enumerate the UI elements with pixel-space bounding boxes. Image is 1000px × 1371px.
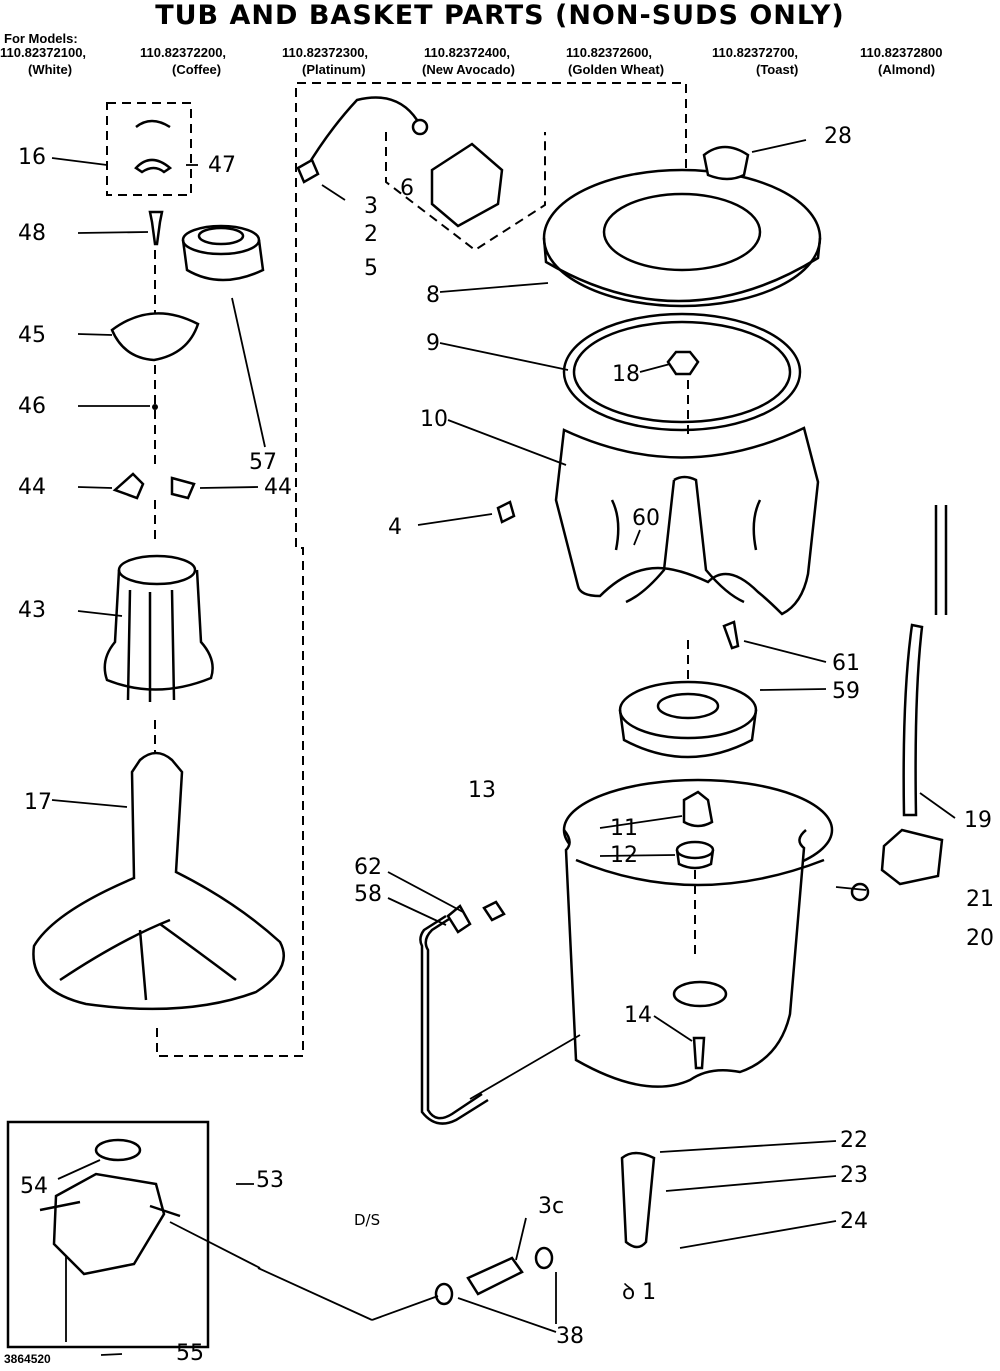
callout-3c: 3c (538, 1194, 565, 1219)
model-color: (Platinum) (302, 62, 366, 77)
callout-23: 23 (840, 1163, 868, 1188)
callout-58: 58 (354, 882, 382, 907)
callout-55: 55 (176, 1341, 204, 1366)
page-title: TUB AND BASKET PARTS (NON-SUDS ONLY) (155, 0, 845, 31)
tub-bolt (692, 1036, 706, 1070)
callout-62: 62 (354, 855, 382, 880)
spin-basket (554, 426, 820, 616)
callout-9: 9 (426, 331, 440, 356)
callout-54: 54 (20, 1174, 48, 1199)
callout-28: 28 (824, 124, 852, 149)
callout-21: 21 (966, 887, 994, 912)
outer-tub (562, 778, 834, 1088)
callout-53: 53 (256, 1168, 284, 1193)
air-dome (850, 828, 944, 902)
model-number: 110.82372100, (0, 45, 87, 60)
callout-12: 12 (610, 843, 638, 868)
model-number: 110.82372200, (140, 45, 227, 60)
pump-box (6, 1120, 210, 1349)
callout-57: 57 (249, 450, 277, 475)
callout-18: 18 (612, 362, 640, 387)
callout-20: 20 (966, 926, 994, 951)
callout-59: 59 (832, 679, 860, 704)
agitator-dogs (112, 472, 196, 500)
callout-24: 24 (840, 1209, 868, 1234)
drain-hose (419, 900, 506, 1125)
callout-22: 22 (840, 1128, 868, 1153)
pump-outlet-hose (434, 1151, 656, 1306)
agitator-base (32, 751, 285, 1011)
callout-6: 6 (400, 176, 414, 201)
basket-drive-hub-seal (618, 680, 758, 759)
ds-note: D/S (354, 1211, 381, 1229)
model-number: 110.82372800 (860, 45, 943, 60)
callout-44: 44 (264, 475, 292, 500)
drawing-code: 3864520 (4, 1352, 51, 1366)
agitator-nut (666, 350, 700, 376)
model-number: 110.82372400, (424, 45, 511, 60)
basket-clip (496, 500, 516, 524)
model-number: 110.82372700, (712, 45, 799, 60)
tub-ring (562, 312, 802, 432)
model-number: 110.82372300, (282, 45, 369, 60)
callout-16: 16 (18, 145, 46, 170)
agitator-top (103, 554, 214, 702)
model-color: (Golden Wheat) (568, 62, 665, 77)
callout-4: 4 (388, 515, 402, 540)
callout-60: 60 (632, 506, 660, 531)
callout-38: 38 (556, 1324, 584, 1349)
callout-13: 13 (468, 778, 496, 803)
fill-valve-box (296, 96, 546, 252)
cap-kit-box (106, 102, 192, 196)
callout-48: 48 (18, 221, 46, 246)
for-models-label: For Models: (4, 31, 78, 46)
callout-2: 2 (364, 222, 378, 247)
tub-cover-ring (542, 145, 822, 308)
callout-47: 47 (208, 153, 236, 178)
model-color: (Coffee) (172, 62, 222, 77)
agitator-bolt (148, 210, 164, 246)
callout-3: 3 (364, 194, 378, 219)
model-color: (Almond) (878, 62, 936, 77)
callout-5: 5 (364, 256, 378, 281)
callout-11: 11 (610, 816, 638, 841)
callout-43: 43 (18, 598, 46, 623)
callout-17: 17 (24, 790, 52, 815)
callout-45: 45 (18, 323, 46, 348)
callout-14: 14 (624, 1003, 652, 1028)
model-number: 110.82372600, (566, 45, 653, 60)
air-dome-hose (902, 505, 948, 817)
fabric-softener-dispenser (181, 224, 265, 282)
leader-lines (51, 139, 956, 1356)
model-color: (New Avocado) (422, 62, 515, 77)
agitator-cap (110, 312, 200, 362)
callout-61: 61 (832, 651, 860, 676)
callout-10: 10 (420, 407, 448, 432)
callout-8: 8 (426, 283, 440, 308)
tub-bearing (675, 840, 715, 870)
callout-19: 19 (964, 808, 992, 833)
callout-44: 44 (18, 475, 46, 500)
model-color: (Toast) (756, 62, 799, 77)
basket-bolt (722, 620, 740, 650)
callout-46: 46 (18, 394, 46, 419)
callout-1: ꝺ 1 (622, 1280, 657, 1305)
model-color: (White) (28, 62, 73, 77)
tub-hub (682, 790, 714, 828)
tub-drain-boss (672, 980, 728, 1008)
